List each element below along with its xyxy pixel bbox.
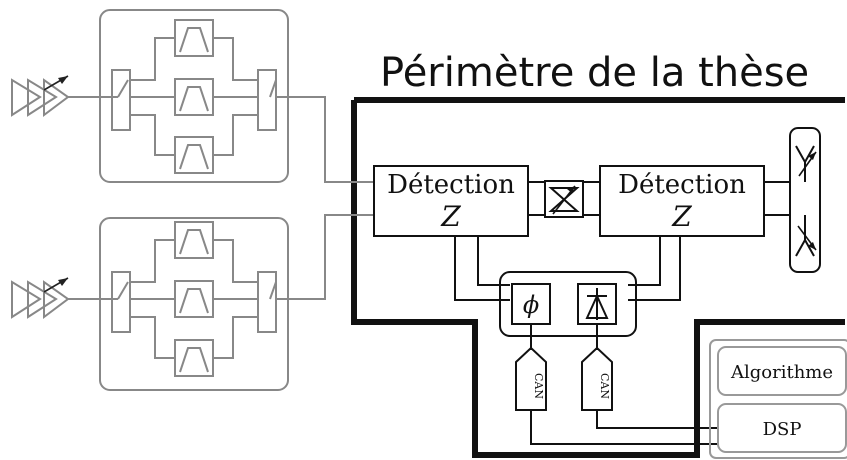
impedance-label: Z [671,200,692,233]
adc-label: CAN [598,373,611,399]
bandpass-filter-icon [174,280,214,318]
bandpass-filter-icon [174,136,214,174]
adc-right: CAN [581,346,613,411]
bandpass-filter-icon [174,339,214,377]
tunable-matching-icon [544,180,584,218]
perimeter-title: Périmètre de la thèse [380,50,809,96]
switch-icon [257,69,277,131]
dsp-label: DSP [763,419,802,440]
module-frame [99,9,289,183]
amplifier-icon [11,277,70,319]
adc-label: CAN [532,373,545,399]
switch-icon [257,271,277,333]
processing-panel: Algorithme DSP [709,339,847,459]
detection-block-right: Détection Z [599,165,765,237]
algorithm-block: Algorithme [717,346,847,396]
adc-left: CAN [515,346,547,411]
bandpass-filter-icon [174,78,214,116]
detection-block-left: Détection Z [373,165,529,237]
switch-icon [111,69,131,131]
detection-label: Détection [387,170,515,200]
algorithm-label: Algorithme [730,362,833,383]
amplifier-icon [11,75,70,117]
bandpass-filter-icon [174,19,214,57]
switch-icon [111,271,131,333]
phase-detector-block: ϕ [511,283,551,325]
measurement-group: ϕ [499,271,637,337]
diode-detector-icon [577,283,617,325]
impedance-label: Z [440,200,461,233]
bandpass-filter-icon [174,221,214,259]
module-frame [99,217,289,391]
thesis-perimeter [351,97,845,458]
dsp-block: DSP [717,403,847,453]
front-end-module-bottom [11,214,374,391]
antenna-icon [789,127,821,273]
front-end-module-top [11,9,374,183]
phase-symbol: ϕ [523,291,539,319]
detection-label: Détection [618,170,746,200]
